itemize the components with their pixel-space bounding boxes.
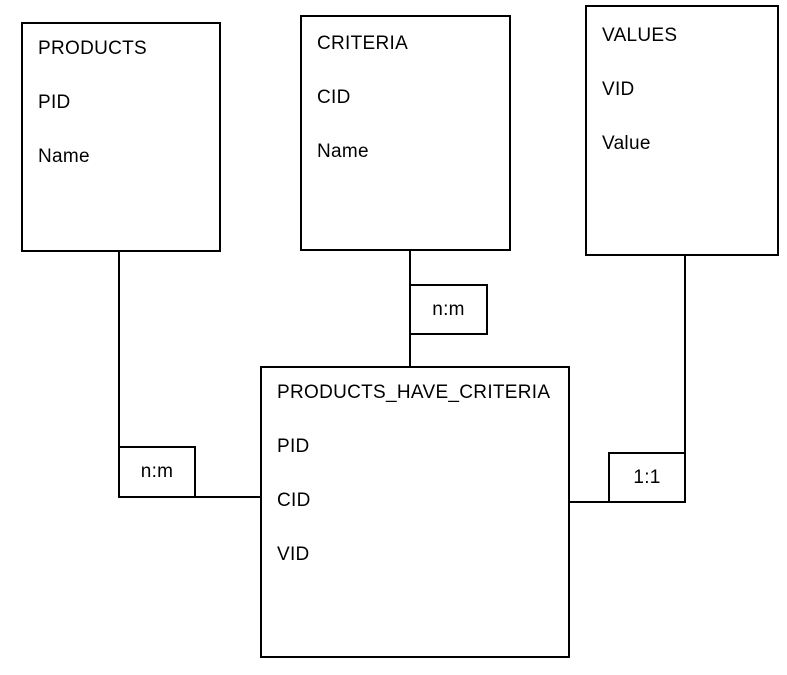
connector-line-values-vertical: [684, 256, 686, 452]
entity-title-values: VALUES: [602, 25, 678, 46]
entity-box-products: PRODUCTS PID Name: [21, 22, 221, 252]
cardinality-text: n:m: [432, 298, 465, 320]
cardinality-text: 1:1: [633, 466, 661, 488]
connector-line-criteria-upper: [409, 251, 411, 286]
cardinality-text: n:m: [140, 461, 174, 482]
entity-attribute-vid: VID: [602, 79, 635, 100]
entity-title-products-have-criteria: PRODUCTS_HAVE_CRITERIA: [277, 382, 551, 403]
entity-box-values: VALUES VID Value: [585, 5, 779, 256]
connector-line-products-vertical: [118, 252, 120, 446]
entity-attribute-name: Name: [317, 141, 369, 162]
cardinality-label-values-phc: 1:1: [608, 452, 686, 503]
entity-attribute-name: Name: [38, 146, 90, 167]
entity-attribute-vid: VID: [277, 544, 310, 565]
entity-box-criteria: CRITERIA CID Name: [300, 15, 511, 251]
cardinality-label-products-phc: n:m: [118, 446, 196, 498]
entity-title-products: PRODUCTS: [38, 38, 148, 59]
connector-line-criteria-lower: [409, 334, 411, 366]
connector-line-values-horizontal: [570, 501, 608, 503]
entity-box-products-have-criteria: PRODUCTS_HAVE_CRITERIA PID CID VID: [260, 366, 570, 658]
cardinality-label-criteria-phc: n:m: [409, 284, 488, 335]
entity-attribute-value: Value: [602, 133, 651, 154]
entity-attribute-cid: CID: [277, 490, 311, 511]
entity-attribute-cid: CID: [317, 87, 351, 108]
entity-attribute-pid: PID: [38, 92, 71, 113]
entity-attribute-pid: PID: [277, 436, 310, 457]
connector-line-products-horizontal: [196, 496, 260, 498]
entity-title-criteria: CRITERIA: [317, 33, 409, 54]
